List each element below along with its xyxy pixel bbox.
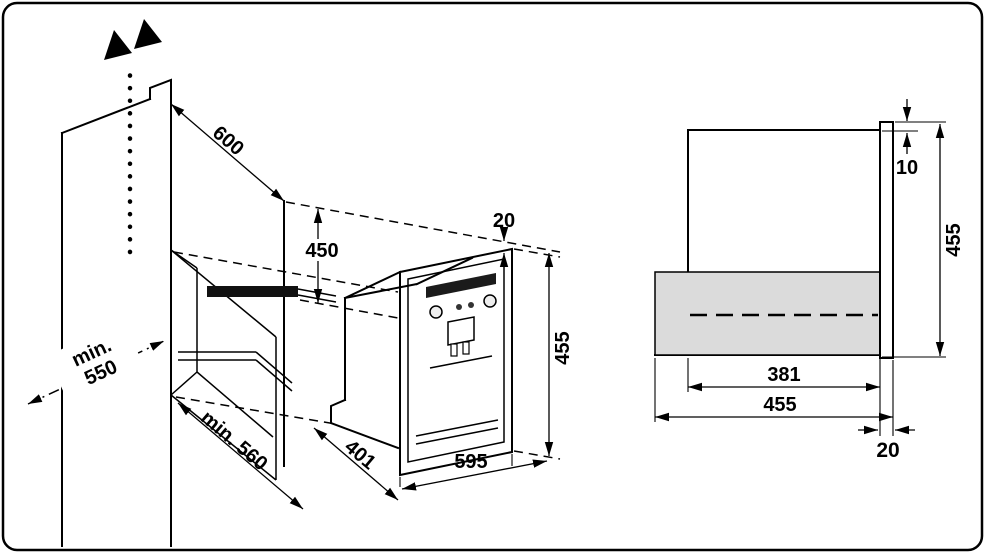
button	[456, 304, 462, 310]
front-panel-frame	[407, 258, 505, 463]
dimension-450: 450	[300, 209, 344, 303]
dimension-label: 455	[943, 223, 965, 256]
dispenser	[447, 316, 475, 346]
dimension-381: 381	[687, 358, 881, 436]
dimension-595: 595	[399, 451, 548, 491]
knob	[429, 305, 443, 319]
projection-lines	[173, 201, 561, 460]
dimension-line	[401, 459, 548, 491]
dimension-label: 20	[493, 210, 515, 232]
dimension-label: 10	[896, 157, 918, 179]
cup-shelf	[429, 355, 493, 369]
label-mask	[300, 239, 344, 261]
front-panel	[399, 247, 513, 477]
spout	[450, 343, 458, 357]
cabinet-top-edge	[60, 97, 152, 135]
side-view: 10 455 381 455 20	[654, 99, 965, 462]
dimension-label: 455	[552, 331, 574, 364]
drip-tray	[415, 419, 499, 445]
airflow-arrow-icon	[134, 19, 162, 49]
niche-shelf	[178, 351, 293, 392]
projection-line	[299, 299, 399, 319]
projection-line	[285, 201, 561, 253]
projection-line	[173, 251, 399, 293]
projection-line	[513, 450, 561, 460]
display	[426, 273, 496, 298]
airflow	[104, 19, 162, 255]
dimension-10: 10	[882, 99, 946, 179]
coffee-machine	[330, 247, 513, 477]
niche-interior	[170, 249, 274, 438]
vent-notch	[149, 78, 172, 105]
dimension-label: 381	[767, 364, 800, 386]
dimension-455-bottom: 455	[654, 358, 894, 436]
appliance-zone-shaded	[654, 271, 881, 356]
dimension-455-height: 455	[544, 253, 574, 456]
knob	[483, 294, 497, 308]
dimension-label: 20	[876, 439, 899, 462]
dimension-label: 450	[305, 240, 338, 262]
mounting-rail	[207, 286, 298, 297]
dimension-label: 455	[763, 394, 796, 416]
label-mask	[46, 320, 146, 404]
dimension-20-top: 20	[493, 210, 515, 267]
airflow-arrow-icon	[104, 30, 132, 60]
dimension-line	[177, 402, 304, 510]
dimension-label: 595	[454, 451, 487, 473]
button	[468, 302, 474, 308]
spout	[462, 341, 470, 355]
dimension-line	[313, 427, 399, 501]
dimension-min-550: min. 550	[27, 320, 165, 405]
dimension-20-panel: 20	[858, 425, 915, 462]
dimension-line	[170, 103, 285, 202]
front-panel-section	[879, 121, 894, 359]
dimension-455-right: 455	[882, 124, 965, 358]
